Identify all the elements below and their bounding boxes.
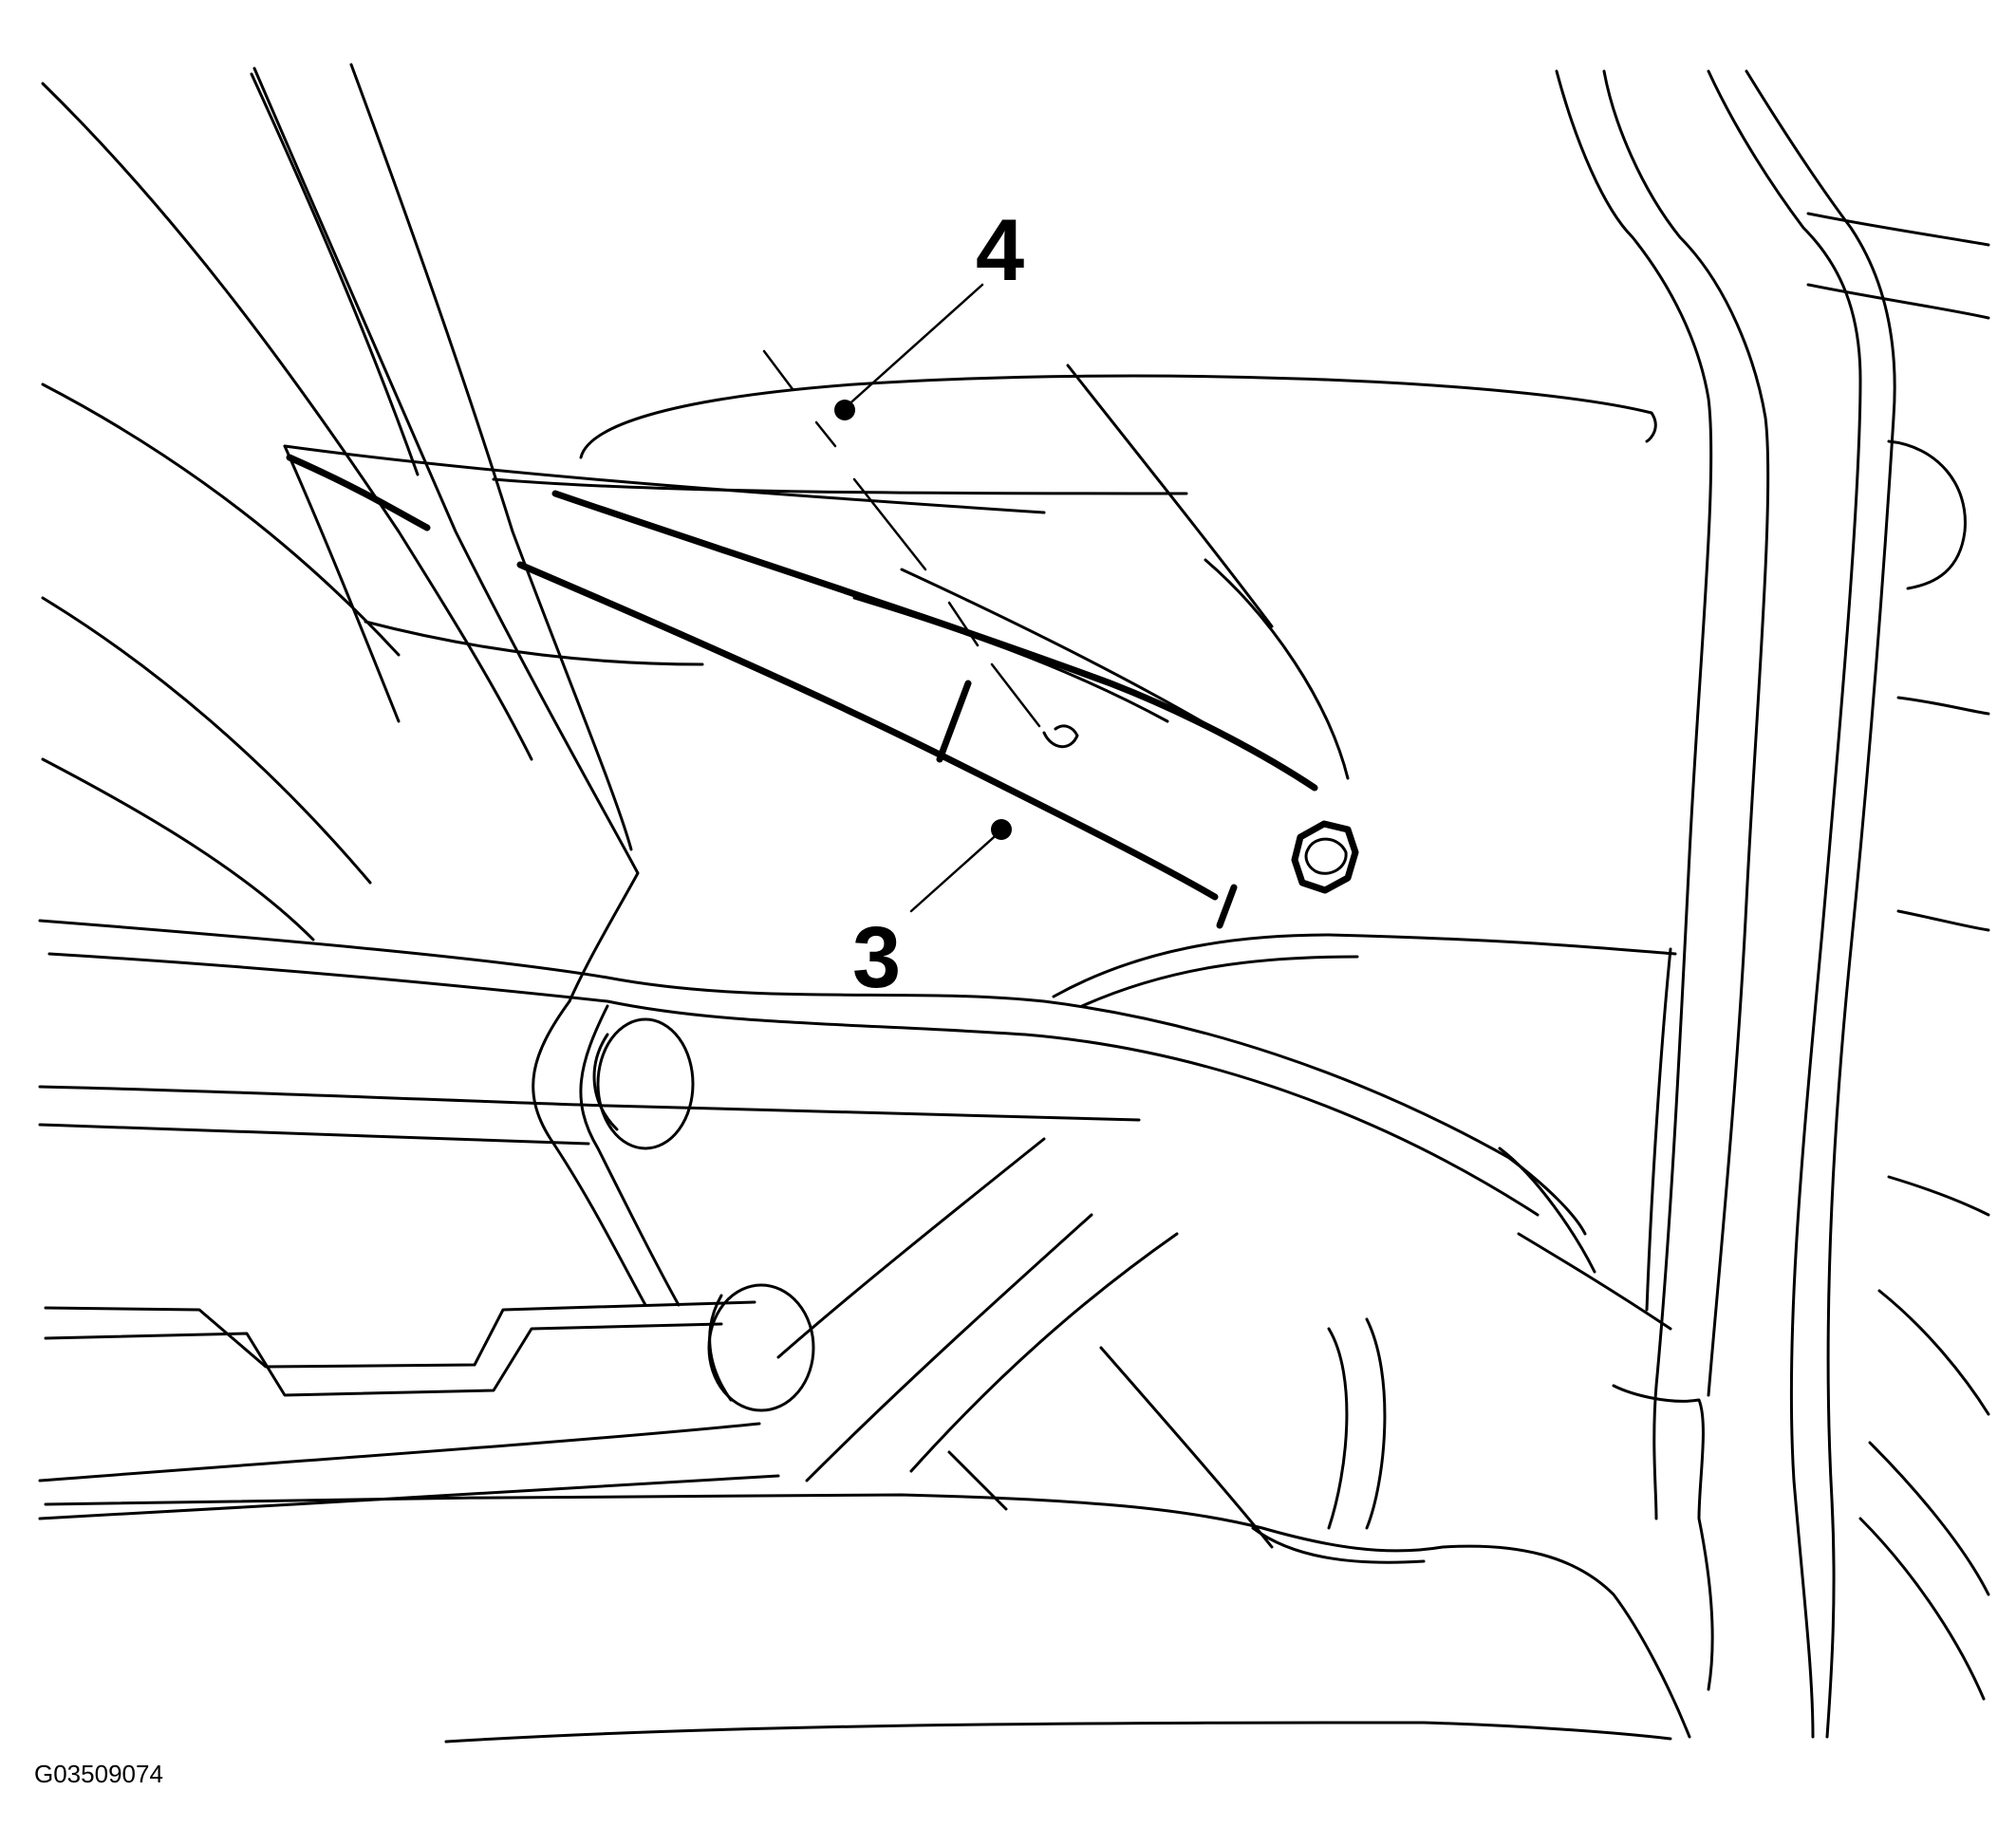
linkage-bars (38, 919, 1677, 1331)
pivot-caps (592, 1017, 815, 1412)
wiper-arm-nut (1291, 820, 1359, 894)
callout-4-dot (834, 400, 855, 420)
figure-id: G03509074 (34, 1760, 163, 1788)
callout-3-label: 3 (852, 909, 901, 1006)
pivot-centerline (762, 349, 1041, 728)
clip-mark (1042, 724, 1079, 749)
bottom-cowl (44, 1493, 1691, 1743)
callout-leaders (834, 283, 1012, 913)
callout-4-label: 4 (976, 202, 1024, 299)
right-pillar (1555, 69, 1896, 1739)
left-body-panels (41, 72, 533, 942)
callout-3-dot (991, 819, 1012, 840)
wiper-arm (286, 454, 1318, 929)
wiper-post (252, 63, 681, 1307)
right-body-lines (1806, 212, 1990, 1701)
lower-linkage (38, 1137, 1387, 1549)
cowl-edge (283, 364, 1657, 780)
